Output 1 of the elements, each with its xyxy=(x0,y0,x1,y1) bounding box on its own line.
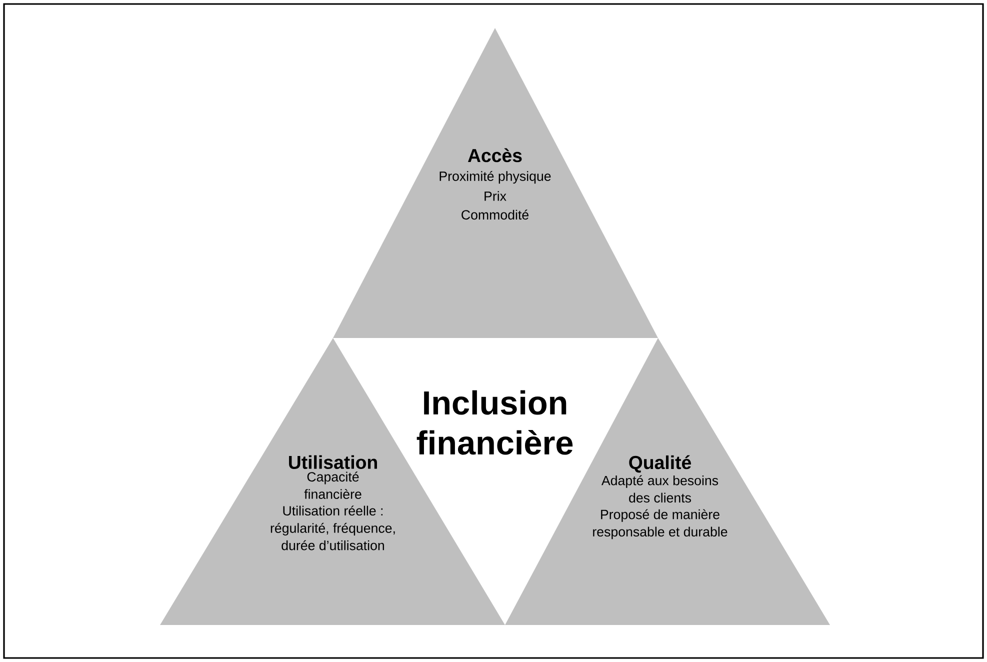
triangle: Accès Proximité physique Prix Commodité xyxy=(333,28,658,338)
